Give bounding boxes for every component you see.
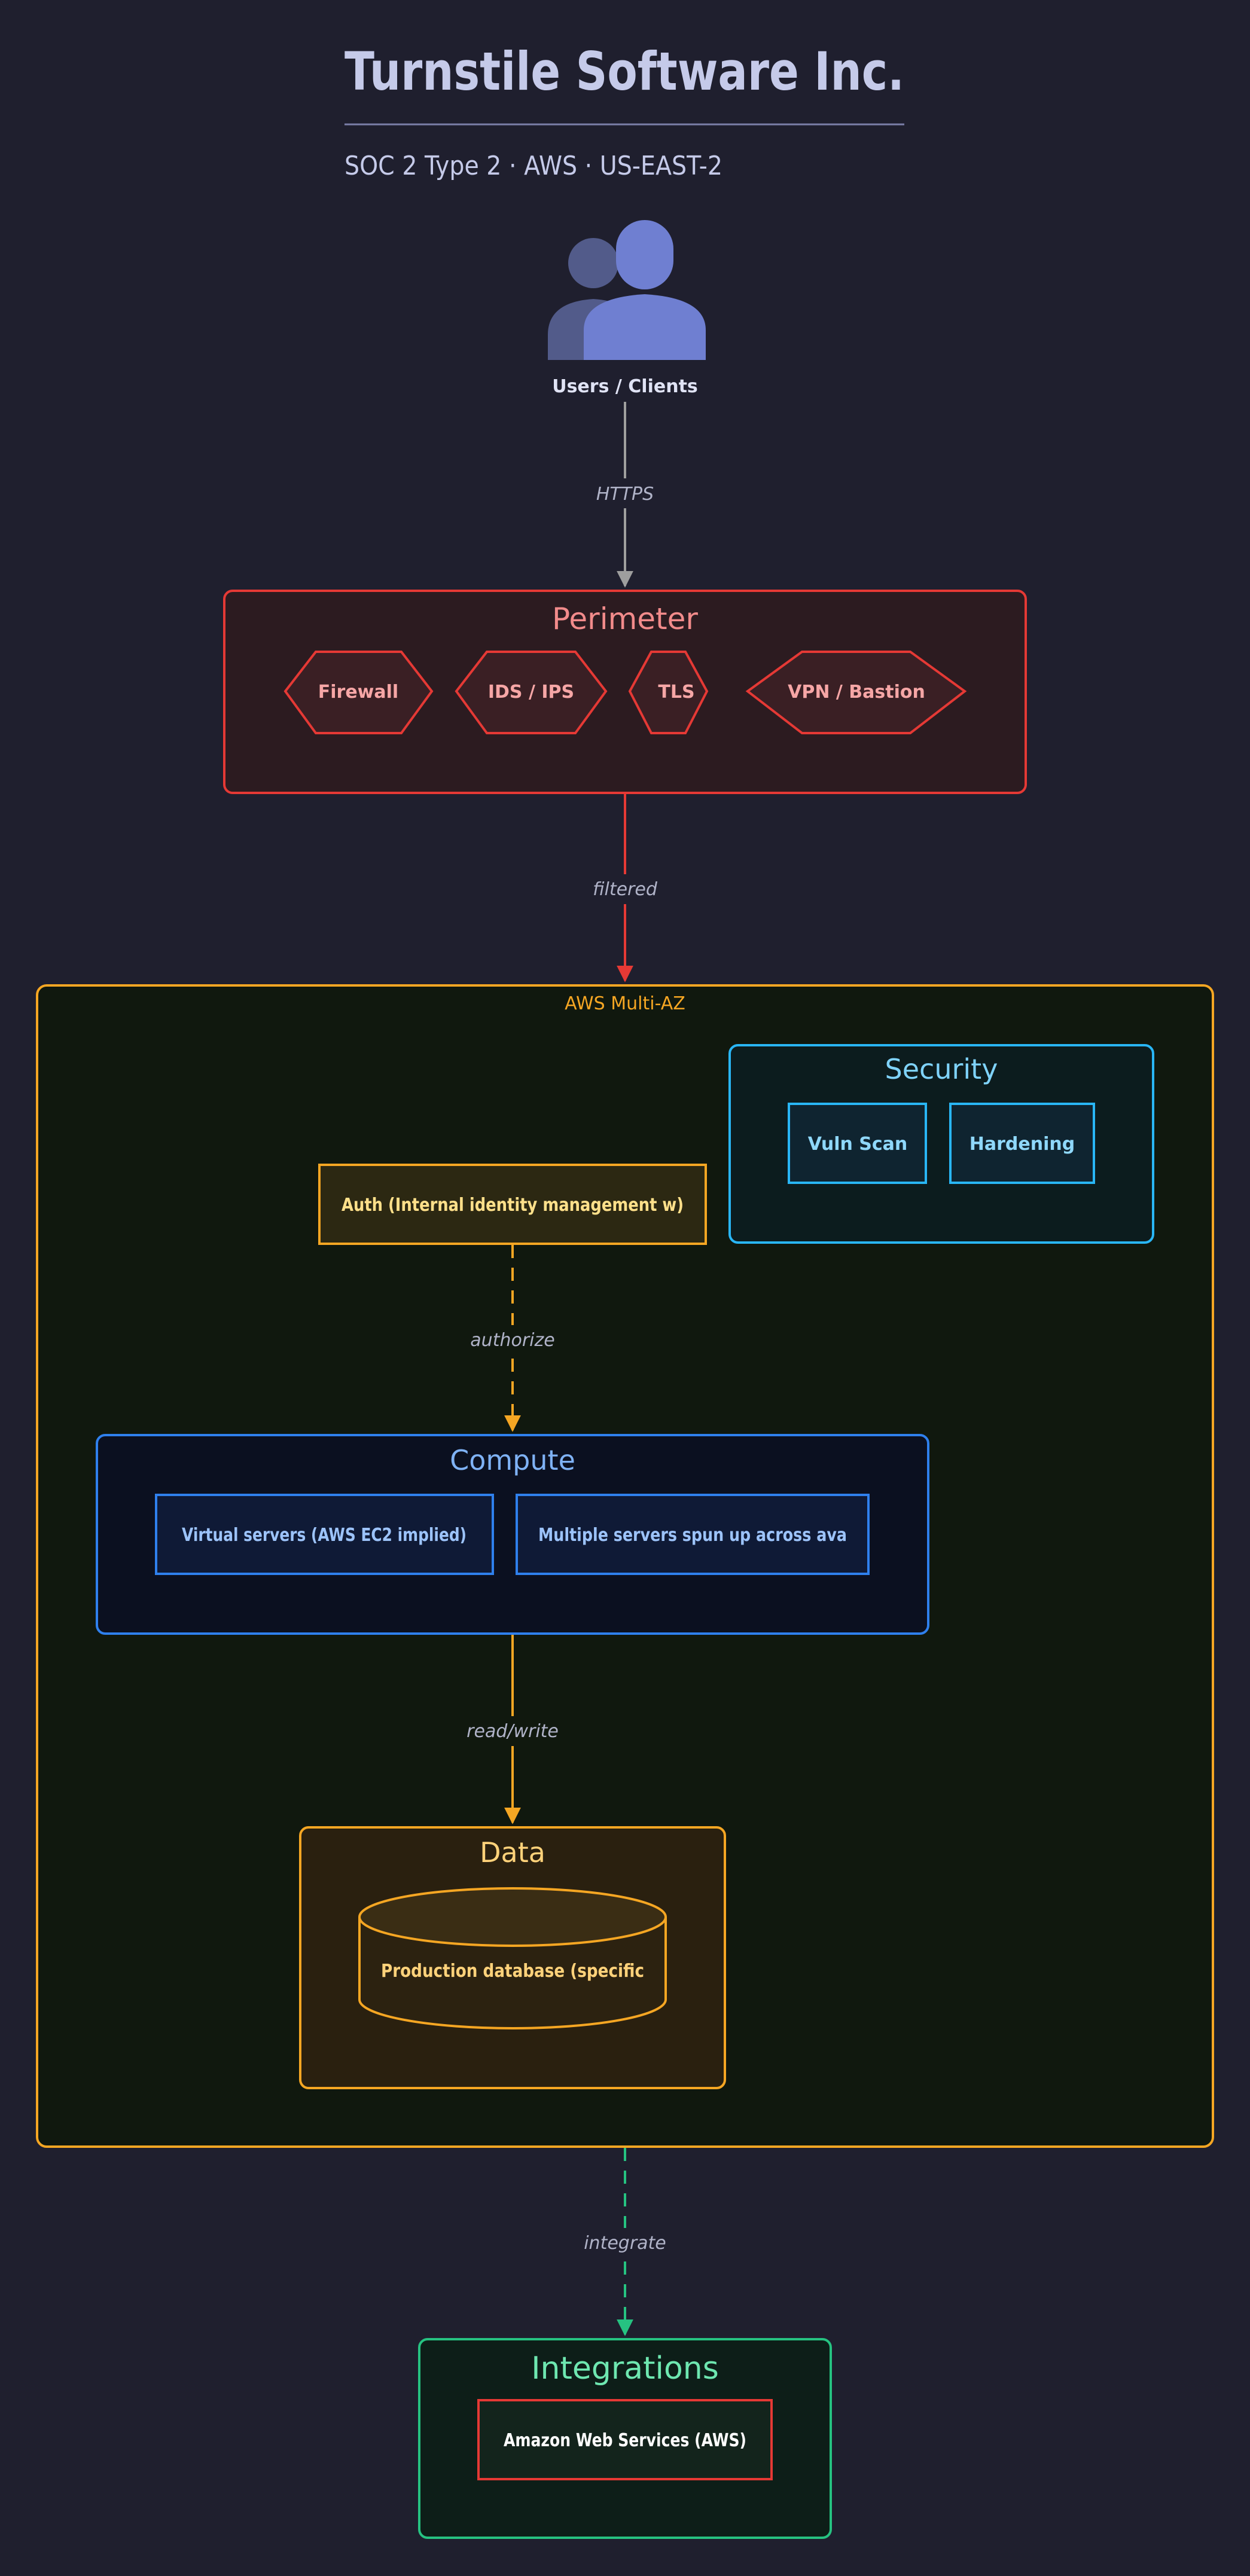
security-node-vuln-scan [788, 1103, 927, 1184]
compute-node-label: Virtual servers (AWS EC2 implied) [182, 1525, 467, 1546]
edge-label-filtered: filtered [593, 879, 658, 900]
page-title: Turnstile Software Inc. [344, 41, 904, 102]
auth-label: Auth (Internal identity management w) [342, 1195, 684, 1216]
compute-title: Compute [450, 1444, 575, 1476]
security-node-label: Hardening [969, 1134, 1075, 1155]
edge-label-read-write: read/write [467, 1721, 559, 1742]
edge-label-integrate: integrate [584, 2233, 666, 2254]
compute-node-label: Multiple servers spun up across ava [538, 1525, 847, 1546]
perimeter-node-label: Firewall [318, 682, 398, 703]
aws-multi-az-label: AWS Multi-AZ [565, 993, 685, 1014]
security-node-hardening [949, 1103, 1095, 1184]
page-subtitle: SOC 2 Type 2 · AWS · US-EAST-2 [344, 151, 722, 181]
database-cylinder-icon [358, 1887, 667, 2029]
perimeter-node-label: TLS [658, 682, 694, 703]
edge-label-https: HTTPS [596, 484, 654, 505]
perimeter-title: Perimeter [552, 602, 698, 636]
integration-node-aws [477, 2399, 773, 2480]
auth-node [318, 1164, 707, 1245]
data-title: Data [480, 1836, 545, 1869]
compute-node-virtual-servers [155, 1494, 494, 1575]
integrations-title: Integrations [531, 2351, 719, 2386]
perimeter-node-label: IDS / IPS [488, 682, 574, 703]
database-label: Production database (specific [381, 1961, 644, 1982]
security-group [728, 1044, 1154, 1244]
edge-label-authorize: authorize [470, 1330, 554, 1351]
compute-node-multiple-servers [516, 1494, 870, 1575]
perimeter-group [223, 590, 1027, 794]
perimeter-node-tls [628, 651, 709, 734]
security-title: Security [885, 1053, 998, 1085]
perimeter-node-firewall [283, 651, 434, 734]
users-icon [548, 220, 706, 360]
integration-node-label: Amazon Web Services (AWS) [504, 2430, 746, 2451]
security-node-label: Vuln Scan [808, 1134, 908, 1155]
perimeter-node-vpn-bastion [745, 651, 967, 734]
perimeter-node-label: VPN / Bastion [788, 682, 925, 703]
users-label: Users / Clients [552, 376, 698, 397]
compute-group [96, 1434, 929, 1635]
perimeter-node-ids-ips [455, 651, 608, 734]
